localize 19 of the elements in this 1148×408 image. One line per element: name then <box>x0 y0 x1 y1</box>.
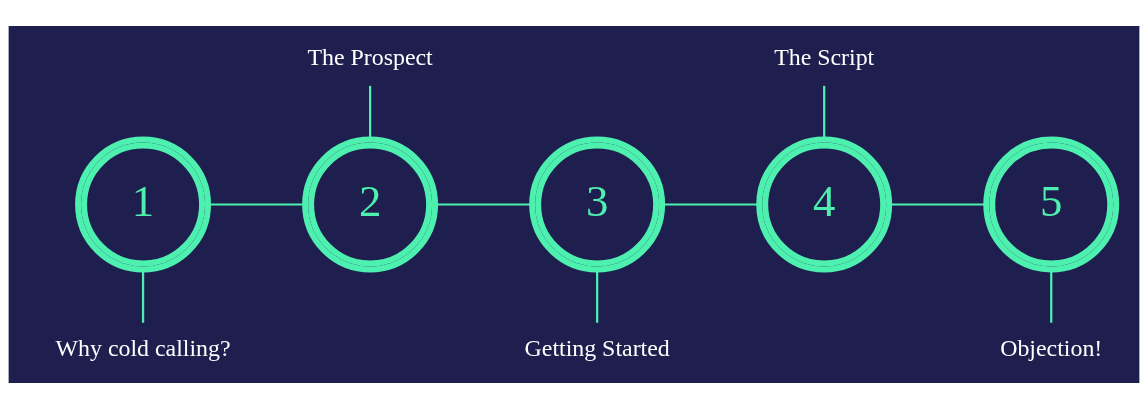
connector <box>141 269 145 323</box>
node-text: Why cold calling? <box>55 334 231 361</box>
node-circle: 1 <box>75 136 212 272</box>
node-circle: 5 <box>983 136 1120 272</box>
node-circle: 2 <box>302 136 439 272</box>
node-text: The Script <box>774 43 875 70</box>
connector <box>889 202 987 206</box>
node-text: Getting Started <box>524 334 670 361</box>
node-circle: 3 <box>529 136 666 272</box>
connector <box>662 202 760 206</box>
node-circle: 4 <box>756 136 893 272</box>
connector <box>208 202 305 206</box>
connector <box>1050 269 1053 323</box>
connector <box>435 202 533 206</box>
connector <box>823 85 826 139</box>
node-text: Objection! <box>1000 334 1103 361</box>
node-text: The Prospect <box>307 43 433 70</box>
connector <box>369 85 372 139</box>
connector <box>596 269 599 323</box>
